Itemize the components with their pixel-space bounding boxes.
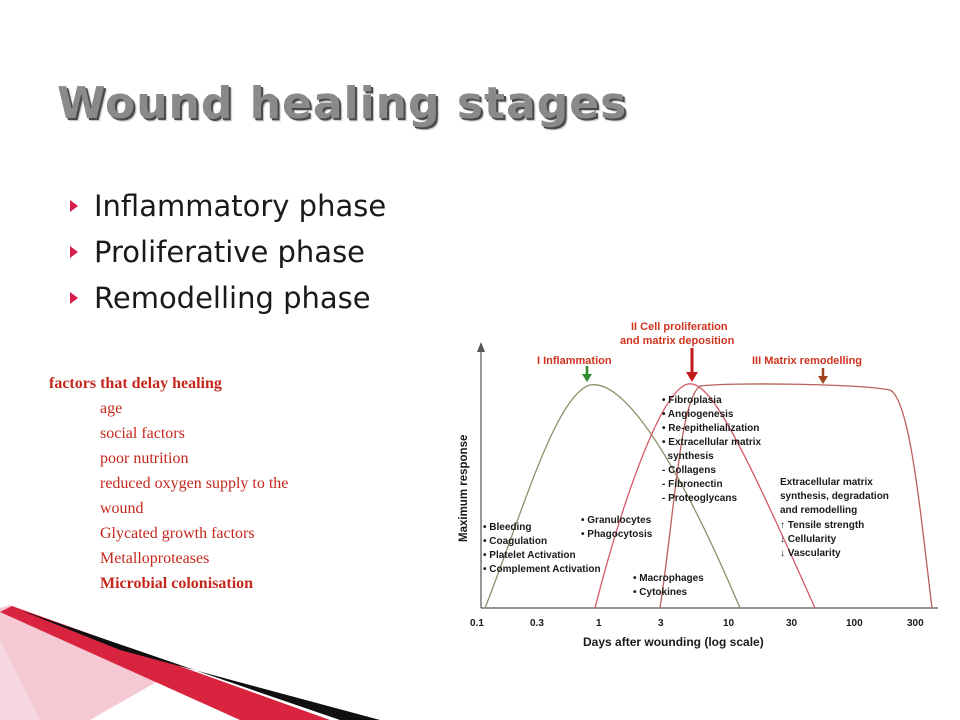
bullet-item-inflammatory: Inflammatory phase (70, 183, 386, 229)
inflammation-item: • Bleeding (483, 522, 532, 533)
slide-title: Wound healing stages (57, 78, 628, 129)
inflammation-arrow-icon (582, 366, 592, 382)
cell-item-list: • Granulocytes • Phagocytosis (581, 515, 653, 540)
inflammation-item-list: • Bleeding • Coagulation • Platelet Acti… (483, 522, 601, 575)
x-tick-label: 1 (596, 618, 602, 629)
inflammation-item: • Coagulation (483, 536, 547, 547)
factor-item: social factors (100, 425, 185, 442)
inflammation-curve (484, 384, 741, 609)
proliferation-curve (594, 383, 816, 609)
factor-item: poor nutrition (100, 450, 189, 467)
x-tick-label: 0.3 (530, 618, 544, 629)
cell-item: • Granulocytes (581, 515, 652, 526)
proliferation-item: synthesis (662, 451, 714, 462)
proliferation-item-list: • Fibroplasia • Angiogenesis • Re-epithe… (662, 395, 762, 504)
phase-bullet-list: Inflammatory phase Proliferative phase R… (70, 183, 386, 321)
y-axis-label: Maximum response (458, 435, 470, 542)
x-tick-label: 10 (723, 618, 735, 629)
inflammation-item: • Complement Activation (483, 564, 601, 575)
x-tick-label: 100 (846, 618, 863, 629)
bullet-arrow-icon (70, 292, 78, 304)
x-tick-label: 3 (658, 618, 664, 629)
proliferation-item: • Fibroplasia (662, 395, 722, 406)
bullet-text: Inflammatory phase (94, 189, 387, 223)
macrophage-item: • Cytokines (633, 587, 688, 598)
factor-item: wound (100, 500, 144, 517)
proliferation-item: • Extracellular matrix (662, 437, 762, 448)
phase-label-proliferation-line2: and matrix deposition (620, 335, 735, 347)
proliferation-item: - Proteoglycans (662, 493, 737, 504)
bullet-arrow-icon (70, 200, 78, 212)
remodelling-item: ↓ Vascularity (780, 548, 841, 559)
remodelling-curve (659, 383, 933, 609)
factor-item: Microbial colonisation (100, 575, 254, 592)
macrophage-item-list: • Macrophages • Cytokines (633, 573, 704, 598)
proliferation-item: • Angiogenesis (662, 409, 734, 420)
proliferation-arrow-icon (686, 348, 698, 382)
x-tick-label: 0.1 (470, 618, 484, 629)
bullet-arrow-icon (70, 246, 78, 258)
remodelling-item: Extracellular matrix (780, 477, 873, 488)
macrophage-item: • Macrophages (633, 573, 704, 584)
bullet-text: Remodelling phase (94, 281, 371, 315)
factor-item: reduced oxygen supply to the (100, 475, 289, 492)
factor-item: Metalloproteases (100, 550, 210, 567)
x-tick-label: 30 (786, 618, 798, 629)
remodelling-arrow-icon (818, 368, 828, 384)
y-axis-arrow-icon (477, 342, 485, 352)
factor-item: age (100, 400, 123, 417)
bullet-text: Proliferative phase (94, 235, 366, 269)
cell-item: • Phagocytosis (581, 529, 653, 540)
wound-healing-diagram: I Inflammation II Cell proliferation and… (458, 321, 938, 649)
remodelling-item: ↑ Tensile strength (780, 520, 864, 531)
factor-item: Glycated growth factors (100, 525, 255, 542)
x-axis-label: Days after wounding (log scale) (583, 635, 764, 649)
phase-label-inflammation: I Inflammation (537, 355, 612, 367)
delay-factors-block: factors that delay healing age social fa… (49, 371, 369, 596)
phase-label-remodelling: III Matrix remodelling (752, 355, 862, 367)
remodelling-item: and remodelling (780, 505, 857, 516)
remodelling-item-list: Extracellular matrix synthesis, degradat… (780, 477, 889, 559)
proliferation-item: - Fibronectin (662, 479, 723, 490)
proliferation-item: - Collagens (662, 465, 716, 476)
x-tick-label: 300 (907, 618, 924, 629)
bullet-item-proliferative: Proliferative phase (70, 229, 386, 275)
remodelling-item: ↓ Cellularity (780, 534, 837, 545)
bullet-item-remodelling: Remodelling phase (70, 275, 386, 321)
factors-heading: factors that delay healing (49, 375, 222, 392)
inflammation-item: • Platelet Activation (483, 550, 576, 561)
phase-label-proliferation-line1: II Cell proliferation (631, 321, 728, 333)
proliferation-item: • Re-epithelialization (662, 423, 759, 434)
remodelling-item: synthesis, degradation (780, 491, 889, 502)
